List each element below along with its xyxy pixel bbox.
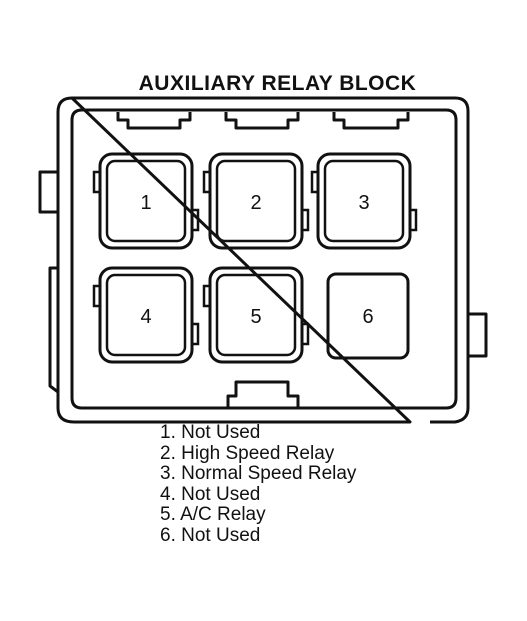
top-clip-1 bbox=[116, 112, 192, 130]
housing-inner bbox=[70, 108, 458, 410]
relay-slot-5: 5 bbox=[202, 266, 310, 364]
relay-slot-3: 3 bbox=[310, 152, 418, 250]
relay-lug bbox=[190, 208, 200, 232]
relay-lug bbox=[408, 208, 418, 232]
relay-number: 1 bbox=[140, 192, 151, 214]
relay-slot-1: 1 bbox=[92, 152, 200, 250]
relay-lug bbox=[300, 322, 310, 346]
legend-item: 6. Not Used bbox=[160, 524, 261, 546]
bottom-clip bbox=[226, 380, 300, 408]
relay-lug bbox=[300, 208, 310, 232]
relay-slot-2: 2 bbox=[202, 152, 310, 250]
relay-lug bbox=[202, 284, 212, 308]
top-clip-2 bbox=[224, 112, 300, 130]
relay-legend: 1. Not Used 2. High Speed Relay 3. Norma… bbox=[160, 422, 357, 546]
housing-outer bbox=[56, 96, 470, 424]
legend-item: 1. Not Used bbox=[160, 422, 261, 443]
relay-number: 3 bbox=[358, 192, 369, 214]
legend-item: 5. A/C Relay bbox=[160, 504, 266, 525]
relay-slot-6: 6 bbox=[326, 272, 410, 360]
relay-lug bbox=[190, 322, 200, 346]
top-clip-3 bbox=[332, 112, 410, 130]
legend-item: 4. Not Used bbox=[160, 483, 261, 505]
relay-lug bbox=[202, 170, 212, 194]
relay-lug bbox=[92, 170, 102, 194]
relay-slots: 1 2 3 4 5 6 bbox=[92, 152, 418, 364]
relay-number: 4 bbox=[140, 306, 151, 328]
relay-number: 5 bbox=[250, 306, 261, 328]
right-tab bbox=[468, 312, 488, 358]
relay-lug bbox=[310, 170, 320, 194]
relay-slot-4: 4 bbox=[92, 266, 200, 364]
legend-item: 3. Normal Speed Relay bbox=[160, 463, 357, 484]
legend-item: 2. High Speed Relay bbox=[160, 442, 335, 464]
diagram-title: AUXILIARY RELAY BLOCK bbox=[138, 72, 417, 95]
relay-number: 6 bbox=[362, 306, 373, 328]
left-tab-lower bbox=[48, 266, 59, 394]
relay-number: 2 bbox=[250, 192, 261, 214]
relay-lug bbox=[92, 284, 102, 308]
left-tab-upper bbox=[38, 170, 58, 214]
